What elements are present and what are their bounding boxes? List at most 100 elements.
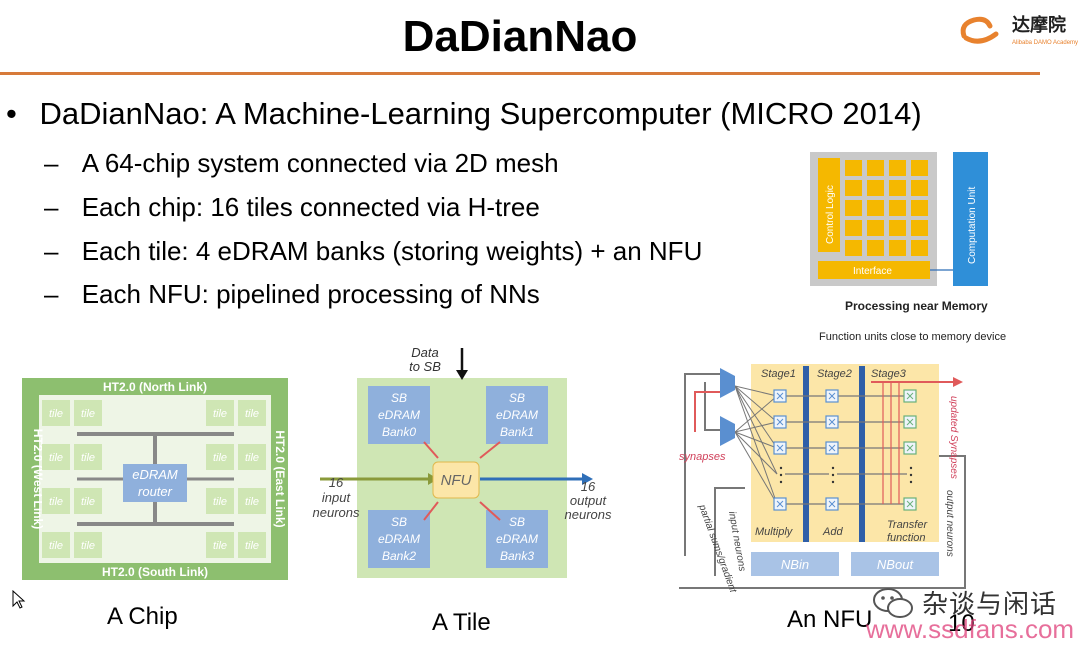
memory-cell — [867, 220, 884, 236]
memory-cell — [867, 240, 884, 256]
add-label: Add — [822, 526, 843, 538]
output-label-line: 16 — [581, 479, 596, 494]
updated-synapses-label: updated Synapses — [948, 396, 959, 479]
logo-subtext: Alibaba DAMO Academy — [1012, 40, 1078, 46]
nbin-buffer — [751, 552, 839, 576]
nfu-unit-glyph — [906, 392, 914, 400]
dash-glyph: – — [44, 148, 59, 178]
nfu-wire — [734, 431, 778, 475]
bank-to-nfu-arrow — [423, 441, 439, 459]
bank-label-line: SB — [509, 515, 525, 529]
tile-block — [74, 532, 102, 558]
tile-caption: A Tile — [432, 609, 491, 636]
bank-label-line: SB — [391, 391, 407, 405]
nfu-caption: An NFU — [787, 606, 873, 633]
tile-label: tile — [49, 540, 63, 552]
ellipsis-dot — [779, 480, 783, 484]
nfu-wire — [734, 421, 778, 433]
bank-label-line: Bank0 — [382, 425, 416, 439]
nfu-unit-glyph — [776, 392, 784, 400]
nfu-wire — [734, 431, 778, 449]
nfu-wire — [734, 385, 778, 505]
west-link-label: HT2.0 (West Link) — [31, 429, 45, 529]
nfu-unit-columns — [773, 389, 917, 511]
nfu-unit-glyph — [828, 418, 836, 426]
tile-label: tile — [81, 452, 95, 464]
memory-cell — [911, 180, 928, 196]
data-to-sb-label: to SB — [409, 359, 441, 374]
memory-cell — [889, 200, 906, 216]
tile-block — [238, 488, 266, 514]
memory-cell — [889, 180, 906, 196]
main-bullet-text: DaDianNao: A Machine-Learning Supercompu… — [39, 96, 922, 131]
sub-bullet: – Each chip: 16 tiles connected via H-tr… — [44, 192, 540, 223]
stage-label: Stage2 — [817, 368, 852, 380]
tile-label: tile — [213, 540, 227, 552]
pnm-subcaption: Function units close to memory device — [819, 331, 1006, 343]
ellipsis-dot — [779, 473, 783, 477]
nfu-wire — [704, 382, 720, 431]
nbout-buffer — [851, 552, 939, 576]
tile-label: tile — [245, 452, 259, 464]
tile-label: tile — [49, 496, 63, 508]
tile-label: tile — [245, 496, 259, 508]
mouse-cursor-icon — [12, 590, 26, 609]
ellipsis-dot — [909, 466, 913, 470]
tile-label: tile — [213, 452, 227, 464]
input-label-line: neurons — [313, 505, 360, 520]
interface-label: Interface — [853, 266, 892, 277]
tile-label: tile — [245, 408, 259, 420]
router-label-line: router — [138, 484, 173, 499]
sub-bullet-text: Each tile: 4 eDRAM banks (storing weight… — [81, 236, 703, 266]
sub-bullet: – A 64-chip system connected via 2D mesh — [44, 148, 559, 179]
nfu-wire — [694, 391, 720, 432]
nfu-wire — [734, 385, 778, 397]
transfer-label: function — [887, 532, 926, 544]
slide-title: DaDianNao — [402, 12, 638, 61]
tile-label: tile — [81, 496, 95, 508]
tile-label: tile — [81, 408, 95, 420]
pnm-caption: Processing near Memory — [845, 299, 988, 313]
tile-block — [74, 488, 102, 514]
bank-to-nfu-arrow — [479, 441, 501, 459]
tile-block — [238, 532, 266, 558]
memory-cell — [911, 160, 928, 176]
nfu-unit-glyph — [776, 418, 784, 426]
tile-block — [74, 444, 102, 470]
memory-cell — [889, 160, 906, 176]
dash-glyph: – — [44, 192, 59, 222]
ellipsis-dot — [779, 466, 783, 470]
tile-block — [238, 444, 266, 470]
computation-unit-block — [953, 152, 988, 286]
bank-label-line: Bank2 — [382, 549, 416, 563]
sub-bullet-text: A 64-chip system connected via 2D mesh — [81, 148, 559, 178]
east-link-label: HT2.0 (East Link) — [273, 430, 287, 527]
bank-label-line: Bank1 — [500, 425, 534, 439]
ellipsis-dot — [831, 480, 835, 484]
stage-label: Stage1 — [761, 368, 796, 380]
sub-bullet-text: Each chip: 16 tiles connected via H-tree — [81, 192, 540, 222]
bank-label-line: Bank3 — [500, 549, 534, 563]
edram-bank — [368, 386, 430, 444]
title-divider — [0, 72, 1040, 75]
dash-glyph: – — [44, 279, 59, 309]
synapse-mux — [720, 368, 735, 398]
dash-glyph: – — [44, 236, 59, 266]
nfu-wire — [684, 373, 720, 556]
sub-bullet-text: Each NFU: pipelined processing of NNs — [81, 279, 540, 309]
bank-to-nfu-arrow — [423, 501, 439, 521]
tile-block — [206, 488, 234, 514]
ellipsis-dot — [831, 466, 835, 470]
stage-label: Stage3 — [871, 368, 907, 380]
nfu-unit-glyph — [776, 500, 784, 508]
bank-label-line: eDRAM — [378, 408, 420, 422]
nfu-wire — [714, 487, 745, 576]
nfu-wire — [734, 395, 778, 433]
memory-cell — [911, 200, 928, 216]
input-label-line: input — [322, 490, 352, 505]
output-label-line: neurons — [565, 507, 612, 522]
chip-caption: A Chip — [107, 603, 178, 630]
ellipsis-dot — [909, 480, 913, 484]
memory-cell — [845, 180, 862, 196]
input-label-line: 16 — [329, 475, 344, 490]
